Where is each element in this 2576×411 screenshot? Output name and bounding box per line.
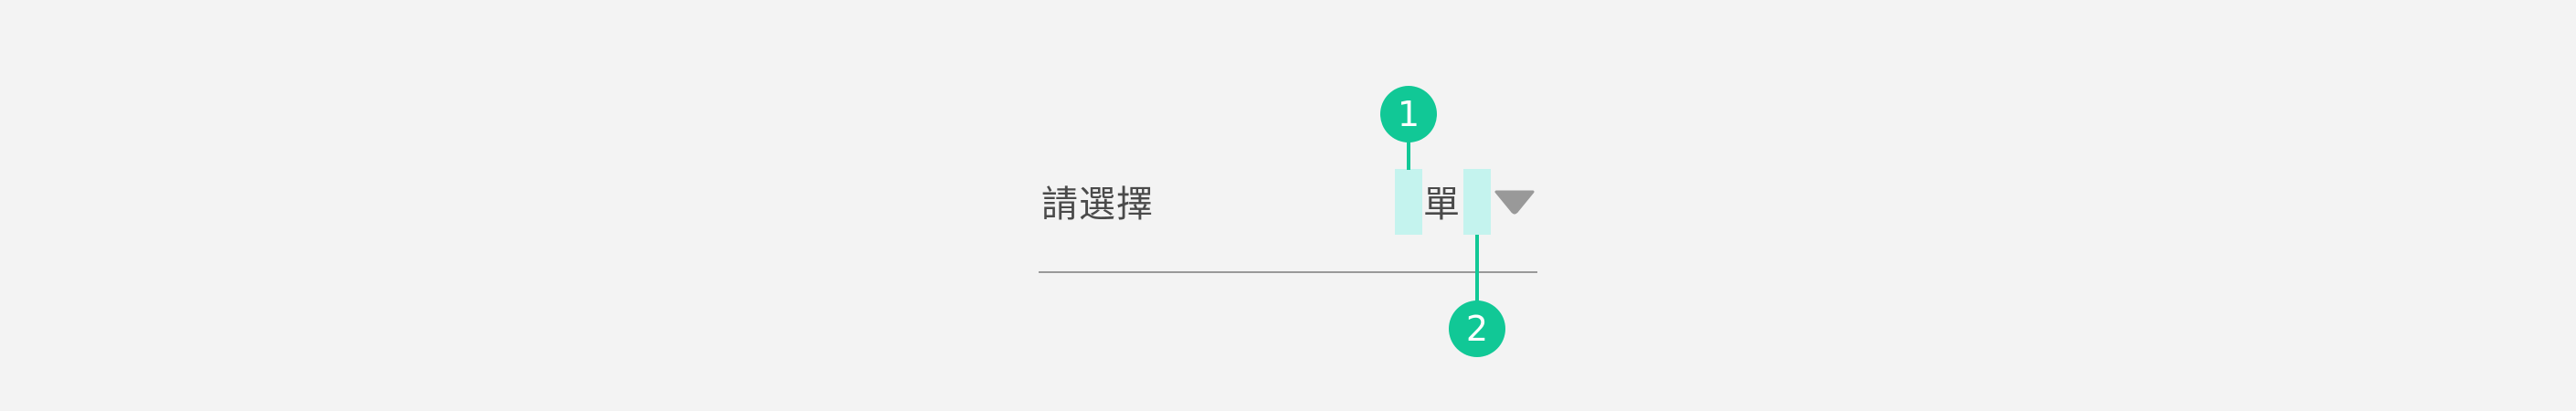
annotation-leader-1 [1407, 137, 1410, 170]
caret-down-icon[interactable] [1494, 190, 1535, 219]
spacing-highlight-1 [1395, 169, 1422, 235]
annotation-leader-2 [1475, 235, 1479, 301]
annotation-marker-1: 1 [1380, 86, 1437, 142]
spacing-highlight-2 [1463, 169, 1491, 235]
annotation-marker-2: 2 [1449, 300, 1505, 357]
select-value[interactable]: 單 [1423, 184, 1460, 226]
select-placeholder[interactable]: 請選擇 [1041, 184, 1154, 226]
select-underline [1039, 271, 1537, 273]
